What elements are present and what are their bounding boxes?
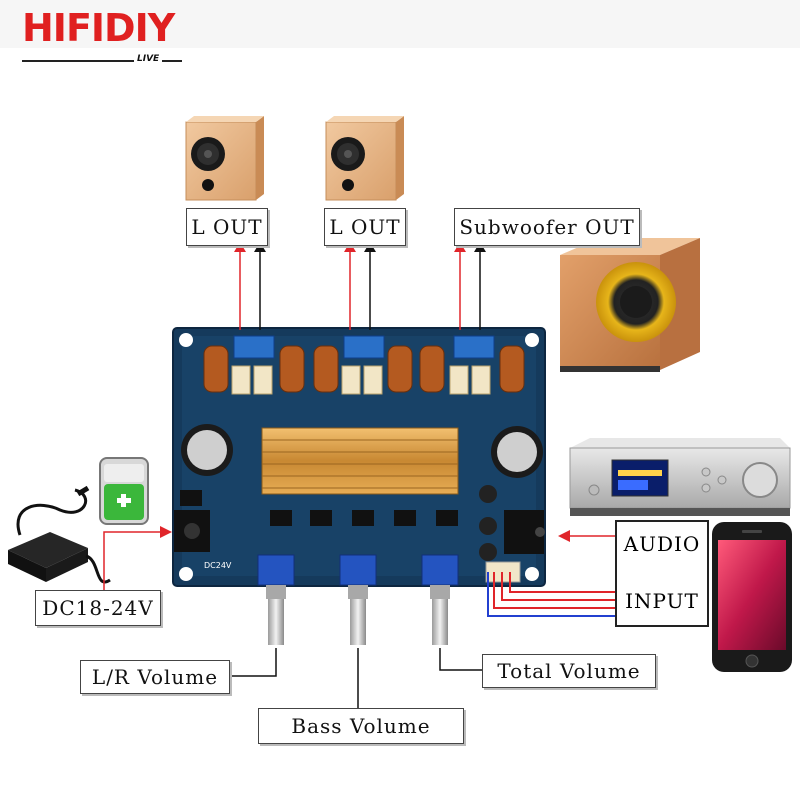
power-adapter-icon	[8, 485, 111, 584]
audio-input-line2: INPUT	[625, 589, 699, 613]
speaker-cabinet-icon	[325, 116, 404, 201]
potentiometer-icon	[339, 554, 377, 645]
right-out-label: L OUT	[324, 208, 406, 246]
knob-callout-lines	[230, 648, 482, 710]
power-label: DC18-24V	[35, 590, 161, 626]
logo-text: HIFIDIY	[22, 6, 175, 50]
bass-volume-label: Bass Volume	[258, 708, 464, 744]
lr-volume-label: L/R Volume	[80, 660, 230, 694]
header-band	[0, 0, 800, 48]
subwoofer-icon	[560, 238, 700, 372]
board-power-marking: DC24V	[204, 561, 232, 570]
power-wire	[103, 526, 172, 590]
amplifier-unit-icon	[569, 438, 791, 516]
audio-input-box: AUDIO INPUT	[615, 520, 709, 627]
output-wires	[234, 242, 486, 330]
battery-icon	[99, 457, 149, 525]
smartphone-icon	[712, 522, 792, 672]
potentiometer-icon	[257, 554, 295, 645]
input-wires	[487, 530, 615, 617]
amplifier-board: DC24V	[172, 327, 546, 587]
logo-subtext: LIVE	[134, 54, 163, 64]
audio-input-line1: AUDIO	[623, 532, 701, 556]
subwoofer-out-label: Subwoofer OUT	[454, 208, 640, 246]
speaker-cabinet-icon	[185, 116, 264, 201]
left-out-label: L OUT	[186, 208, 268, 246]
potentiometer-icon	[421, 554, 459, 645]
total-volume-label: Total Volume	[482, 654, 656, 688]
logo-underline	[22, 60, 182, 62]
brand-logo: HIFIDIY LIVE	[22, 6, 192, 68]
